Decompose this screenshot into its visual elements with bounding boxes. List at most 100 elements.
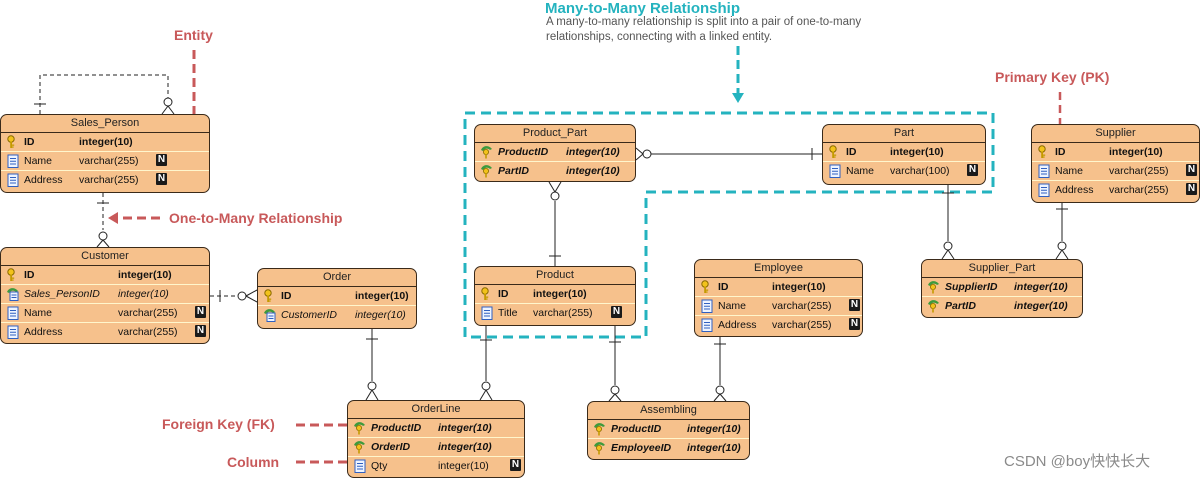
- primary-key-icon: [6, 268, 20, 282]
- column-name: Title: [498, 307, 518, 319]
- column-name: ProductID: [611, 423, 662, 435]
- column-row[interactable]: Address varchar(255) N: [1, 323, 209, 341]
- foreign-primary-key-icon: [353, 421, 367, 435]
- column-type: integer(10): [772, 281, 826, 293]
- nullable-badge: N: [1186, 164, 1197, 176]
- rel-salesperson-customer: [96, 193, 110, 248]
- rel-part-supplierpart: [941, 185, 955, 260]
- entity-title: Order: [258, 269, 416, 287]
- column-type: integer(10): [355, 309, 406, 321]
- column-type: varchar(255): [118, 326, 178, 338]
- column-icon: [700, 299, 714, 313]
- annotation-arrows: [108, 46, 1062, 468]
- column-row[interactable]: ProductID integer(10): [475, 143, 635, 162]
- column-name: ID: [24, 136, 35, 148]
- nullable-badge: N: [510, 459, 521, 471]
- column-name: PartID: [945, 300, 976, 312]
- column-type: varchar(255): [79, 155, 139, 167]
- column-type: integer(10): [566, 146, 620, 158]
- column-type: integer(10): [1014, 281, 1068, 293]
- column-name: ProductID: [498, 146, 549, 158]
- column-name: Address: [24, 326, 63, 338]
- column-name: Name: [846, 165, 875, 177]
- rel-product-productpart: [548, 181, 562, 266]
- rel-salesperson-self: [34, 74, 175, 115]
- foreign-primary-key-icon: [480, 164, 494, 178]
- column-row[interactable]: ID integer(10): [695, 278, 862, 297]
- column-icon: [6, 306, 20, 320]
- entity-title: OrderLine: [348, 401, 524, 419]
- column-name: Sales_PersonID: [24, 288, 100, 300]
- foreign-primary-key-icon: [593, 441, 607, 455]
- column-type: varchar(255): [118, 307, 178, 319]
- column-icon: [828, 164, 842, 178]
- primary-key-icon: [700, 280, 714, 294]
- entity-title: Supplier: [1032, 125, 1199, 143]
- annotation-column: Column: [227, 454, 280, 470]
- entity-title: Assembling: [588, 402, 749, 420]
- entity-title: Sales_Person: [1, 115, 209, 133]
- column-row[interactable]: ProductID integer(10): [348, 419, 524, 438]
- annotation-many-to-many-desc: A many-to-many relationship is split int…: [546, 16, 862, 43]
- column-type: integer(10): [533, 288, 587, 300]
- nullable-badge: N: [195, 306, 206, 318]
- annotation-one-to-many: One-to-Many Relationship: [169, 210, 343, 226]
- column-row[interactable]: Name varchar(100) N: [823, 162, 985, 180]
- column-type: integer(10): [1109, 146, 1163, 158]
- column-name: ID: [24, 269, 35, 281]
- column-name: ProductID: [371, 422, 422, 434]
- entity-title: Product: [475, 267, 635, 285]
- column-icon: [353, 459, 367, 473]
- column-name: ID: [718, 281, 729, 293]
- rel-part-productpart: [635, 147, 822, 161]
- entity-title: Employee: [695, 260, 862, 278]
- nullable-badge: N: [195, 325, 206, 337]
- column-icon: [6, 173, 20, 187]
- column-type: varchar(100): [890, 165, 950, 177]
- column-name: ID: [281, 290, 292, 302]
- column-type: integer(10): [687, 442, 741, 454]
- foreign-primary-key-icon: [927, 280, 941, 294]
- nullable-badge: N: [967, 164, 978, 176]
- foreign-key-icon: [263, 308, 277, 322]
- column-type: integer(10): [438, 422, 492, 434]
- rel-supplier-supplierpart: [1055, 203, 1069, 260]
- many-to-many-highlight: [463, 111, 995, 339]
- column-type: integer(10): [118, 269, 172, 281]
- rel-product-assembling: [608, 326, 622, 402]
- column-row[interactable]: ID integer(10): [1, 266, 209, 285]
